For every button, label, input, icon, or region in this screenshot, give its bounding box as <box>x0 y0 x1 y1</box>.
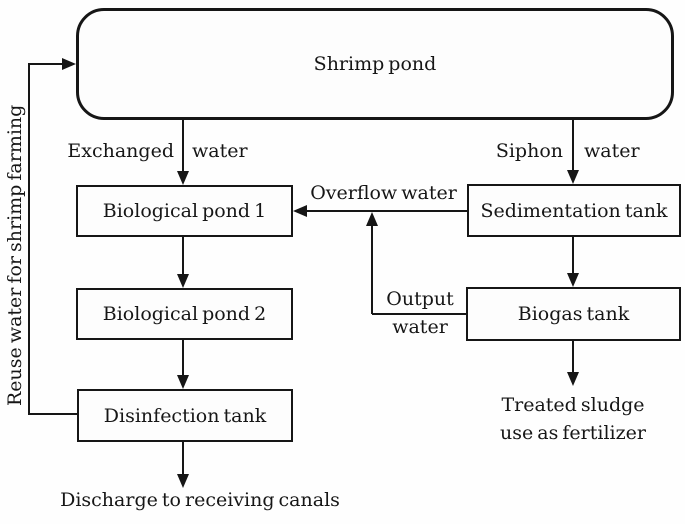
node-biological-pond-2: Biological pond 2 <box>76 288 293 340</box>
node-label: Biogas tank <box>517 303 630 325</box>
node-label: Biological pond 2 <box>102 303 267 325</box>
label-treated-sludge: Treated sludge <box>501 394 645 416</box>
arrowhead-down-icon <box>177 375 189 389</box>
arrowhead-down-icon <box>567 273 579 287</box>
label-siphon-water: water <box>584 140 640 162</box>
arrowhead-down-icon <box>177 171 189 185</box>
connector-biogas-to-treated-line <box>572 341 574 373</box>
node-shrimp-pond: Shrimp pond <box>76 8 674 120</box>
arrowhead-right-icon <box>62 58 76 70</box>
node-sedimentation-tank: Sedimentation tank <box>467 184 681 237</box>
connector-overflow-line <box>307 210 467 212</box>
connector-sedimentation-to-biogas-line <box>572 237 574 274</box>
node-label: Shrimp pond <box>313 53 437 75</box>
arrowhead-down-icon <box>567 372 579 386</box>
connector-bio2-to-disinfection-line <box>182 340 184 376</box>
label-exchanged-water: water <box>192 140 248 162</box>
arrowhead-down-icon <box>177 474 189 488</box>
node-biogas-tank: Biogas tank <box>466 287 681 341</box>
label-output: Output <box>386 288 454 310</box>
label-output-water: water <box>392 316 448 338</box>
node-disinfection-tank: Disinfection tank <box>77 389 293 442</box>
connector-disinfection-to-discharge-line <box>182 442 184 475</box>
connector-reuse-vertical-line <box>28 63 30 415</box>
node-biological-pond-1: Biological pond 1 <box>76 185 293 237</box>
label-overflow-water: Overflow water <box>310 182 457 204</box>
label-discharge: Discharge to receiving canals <box>60 489 340 511</box>
connector-shrimp-to-bio1-line <box>182 120 184 172</box>
arrowhead-left-icon <box>293 205 307 217</box>
label-reuse-water: Reuse water for shrimp farming <box>4 104 26 406</box>
connector-bio1-to-bio2-line <box>182 237 184 275</box>
connector-reuse-top-line <box>28 63 62 65</box>
arrowhead-up-icon <box>366 212 378 226</box>
label-use-as-fertilizer: use as fertilizer <box>500 422 646 444</box>
connector-output-vertical-line <box>371 226 373 314</box>
node-label: Disinfection tank <box>103 404 267 427</box>
label-siphon: Siphon <box>495 140 563 162</box>
node-label: Sedimentation tank <box>480 199 668 222</box>
node-label: Biological pond 1 <box>102 200 267 222</box>
label-exchanged: Exchanged <box>67 140 174 162</box>
arrowhead-down-icon <box>567 170 579 184</box>
connector-output-horizontal-line <box>372 313 467 315</box>
connector-reuse-bottom-line <box>28 413 78 415</box>
arrowhead-down-icon <box>177 274 189 288</box>
connector-shrimp-to-sedimentation-line <box>572 120 574 171</box>
